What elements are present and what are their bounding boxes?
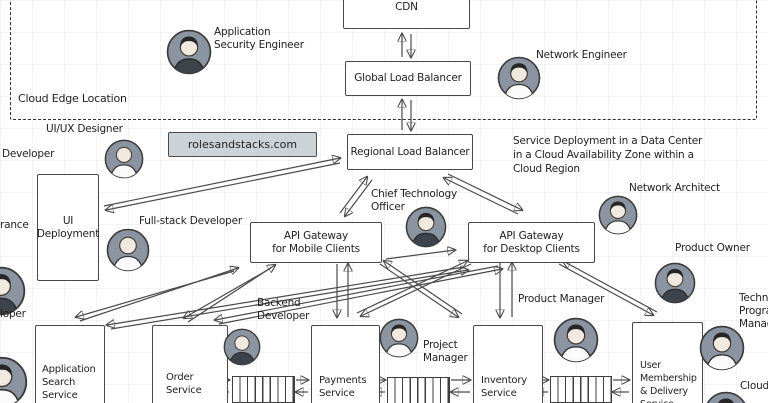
avatar-network-engineer (497, 56, 541, 100)
role-label-cloud: Cloud (740, 380, 768, 392)
message-queue-inventory-membership (550, 376, 612, 403)
node-cdn: CDN (343, 0, 470, 29)
role-label-technical-program-manager: Technical Program Manager (739, 292, 768, 330)
role-label-developer-partial: Developer (2, 148, 55, 160)
node-application-search-service: Application Search Service (35, 325, 105, 403)
node-ui-deployment: UI Deployment (37, 174, 99, 281)
role-label-cto: Chief Technology Officer (371, 188, 458, 213)
site-badge[interactable]: rolesandstacks.com (168, 132, 317, 157)
avatar-backend-developer (223, 328, 261, 366)
node-payments-service: Payments Service (311, 325, 380, 403)
node-inventory-service: Inventory Service (473, 325, 543, 403)
role-label-loper-partial: loper (0, 308, 26, 320)
node-order-service: Order Service (152, 325, 228, 403)
role-label-product-manager: Product Manager (518, 293, 605, 305)
role-label-product-owner: Product Owner (675, 242, 750, 254)
role-label-rance-partial: rance (0, 219, 29, 231)
avatar-network-architect (598, 195, 638, 235)
avatar-project-manager (379, 318, 419, 358)
node-api-gateway-desktop: API Gateway for Desktop Clients (468, 222, 595, 263)
node-user-membership-service: User Membership & Delivery Service (632, 322, 703, 403)
cloud-edge-region-label: Cloud Edge Location (18, 92, 127, 105)
message-queue-order-payments (232, 376, 295, 403)
avatar-product-manager (553, 317, 599, 363)
role-label-network-engineer: Network Engineer (536, 49, 627, 61)
role-label-application-security-engineer: Application Security Engineer (214, 26, 304, 51)
role-label-network-architect: Network Architect (629, 182, 720, 194)
role-label-uiux-designer: UI/UX Designer (46, 123, 123, 135)
role-label-backend-developer: Backend Developer (257, 297, 310, 322)
node-api-gateway-mobile: API Gateway for Mobile Clients (250, 222, 382, 263)
deployment-note: Service Deployment in a Data Center in a… (513, 135, 703, 175)
avatar-left-edge-2 (0, 356, 28, 403)
node-global-load-balancer: Global Load Balancer (345, 61, 471, 96)
avatar-technical-program-manager (699, 325, 745, 371)
avatar-fullstack-developer (106, 228, 150, 272)
message-queue-payments-inventory (387, 377, 450, 403)
role-label-project-manager: Project Manager (423, 339, 468, 364)
avatar-application-security-engineer (166, 29, 212, 75)
avatar-product-owner (654, 262, 696, 304)
node-regional-load-balancer: Regional Load Balancer (347, 134, 473, 170)
role-label-fullstack-developer: Full-stack Developer (139, 215, 242, 227)
avatar-uiux-designer (104, 139, 144, 179)
cloud-edge-region (10, 0, 757, 120)
